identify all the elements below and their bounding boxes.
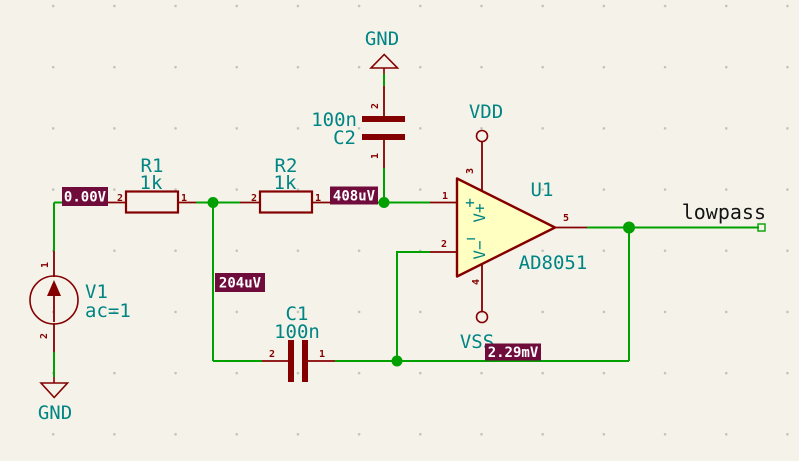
- op-point-out-value: 2.29mV: [488, 345, 539, 361]
- v1-circle-icon[interactable]: [29, 275, 79, 325]
- capacitor-c1[interactable]: 2 1 C1 100n: [269, 303, 325, 382]
- junction-c1-feedback[interactable]: [391, 355, 403, 367]
- wire-inv-input[interactable]: [396, 251, 430, 361]
- r1-body[interactable]: [124, 190, 180, 214]
- v1-pin2-number: 2: [39, 333, 50, 339]
- u1-plus-sign: +: [465, 193, 475, 212]
- r2-pin2-number: 2: [251, 193, 257, 204]
- op-point-inp-value: 408uV: [333, 189, 376, 205]
- gnd-bottom-label[interactable]: GND: [38, 402, 72, 424]
- resistor-r2[interactable]: 2 1 R2 1k: [251, 155, 321, 214]
- op-point-mid-box: [215, 273, 265, 292]
- op-point-mid[interactable]: 204uV: [215, 273, 265, 292]
- junction-output[interactable]: [623, 221, 635, 234]
- junction-c2-input[interactable]: [378, 197, 390, 208]
- vdd-symbol[interactable]: VDD: [469, 101, 503, 143]
- u1-pin2-number: 2: [441, 239, 447, 250]
- u1-reference[interactable]: U1: [531, 179, 554, 201]
- r1-value[interactable]: 1k: [140, 172, 163, 194]
- resistor-r1[interactable]: 2 1 R1 1k: [117, 155, 187, 214]
- net-label-lowpass[interactable]: lowpass: [682, 200, 766, 232]
- c1-pin2-number: 2: [269, 349, 275, 360]
- r1-pin2-number: 2: [117, 193, 123, 204]
- u1-minus-sign: −: [466, 229, 476, 248]
- v1-pin1-number: 1: [40, 262, 51, 268]
- gnd-bottom-triangle-icon: [39, 382, 70, 399]
- c2-reference[interactable]: C2: [333, 127, 356, 149]
- gnd-symbol-bottom[interactable]: GND: [38, 377, 72, 424]
- wire-end-square-icon: [757, 223, 766, 232]
- r2-value[interactable]: 1k: [274, 172, 297, 194]
- gnd-top-triangle-icon: [369, 53, 400, 69]
- wire-net[interactable]: [53, 74, 759, 377]
- u1-triangle-body[interactable]: [455, 177, 557, 278]
- c1-plate-right[interactable]: [302, 340, 308, 382]
- opamp-u1[interactable]: + V+ − V− 1 2 3 4 5 U1 AD8051: [441, 168, 587, 285]
- vss-circle-icon: [475, 310, 489, 324]
- op-point-inp-box: [330, 186, 378, 205]
- vdd-circle-icon: [475, 129, 489, 143]
- u1-vminus-label: V−: [470, 240, 489, 259]
- u1-pin3-number: 3: [465, 168, 476, 174]
- c1-plate-left[interactable]: [288, 340, 294, 382]
- c2-plate-top[interactable]: [362, 116, 405, 122]
- c2-value[interactable]: 100n: [311, 109, 357, 131]
- r2-reference[interactable]: R2: [275, 155, 298, 177]
- op-point-out-box: [485, 343, 541, 361]
- v1-value[interactable]: ac=1: [85, 300, 131, 322]
- r2-pin1-number: 1: [315, 193, 321, 204]
- op-point-out[interactable]: 2.29mV: [485, 343, 541, 362]
- op-point-source-box: [62, 187, 108, 206]
- c1-pin1-number: 1: [319, 349, 325, 360]
- u1-pin1-number: 1: [442, 191, 448, 202]
- u1-pin4-number: 4: [471, 279, 482, 285]
- lowpass-label[interactable]: lowpass: [682, 200, 766, 224]
- c1-reference[interactable]: C1: [286, 303, 309, 325]
- op-point-inp[interactable]: 408uV: [330, 186, 378, 205]
- op-point-mid-value: 204uV: [219, 276, 262, 292]
- op-point-source-value: 0.00V: [64, 190, 107, 206]
- c2-pin2-number: 2: [370, 103, 381, 109]
- c2-plate-bottom[interactable]: [362, 134, 405, 140]
- v1-reference[interactable]: V1: [85, 281, 108, 303]
- gnd-symbol-top[interactable]: GND: [365, 28, 400, 74]
- c2-pin1-number: 1: [370, 153, 381, 159]
- v1-arrow-head-icon: [47, 280, 61, 296]
- c1-value[interactable]: 100n: [274, 321, 320, 343]
- capacitor-c2[interactable]: 2 1 100n C2: [311, 103, 405, 159]
- r1-pin1-number: 1: [181, 193, 187, 204]
- r1-reference[interactable]: R1: [141, 155, 164, 177]
- op-point-source[interactable]: 0.00V: [62, 187, 108, 206]
- voltage-source-v1[interactable]: 1 2 V1 ac=1: [29, 262, 131, 339]
- r2-body[interactable]: [258, 190, 314, 214]
- vdd-label[interactable]: VDD: [469, 101, 503, 123]
- u1-vplus-label: V+: [470, 203, 489, 222]
- u1-pin5-number: 5: [563, 213, 569, 224]
- pin-stubs: [53, 86, 587, 362]
- gnd-top-label[interactable]: GND: [365, 28, 399, 50]
- junction-r1-r2[interactable]: [207, 197, 219, 208]
- u1-value[interactable]: AD8051: [519, 252, 588, 274]
- junctions: [207, 197, 635, 367]
